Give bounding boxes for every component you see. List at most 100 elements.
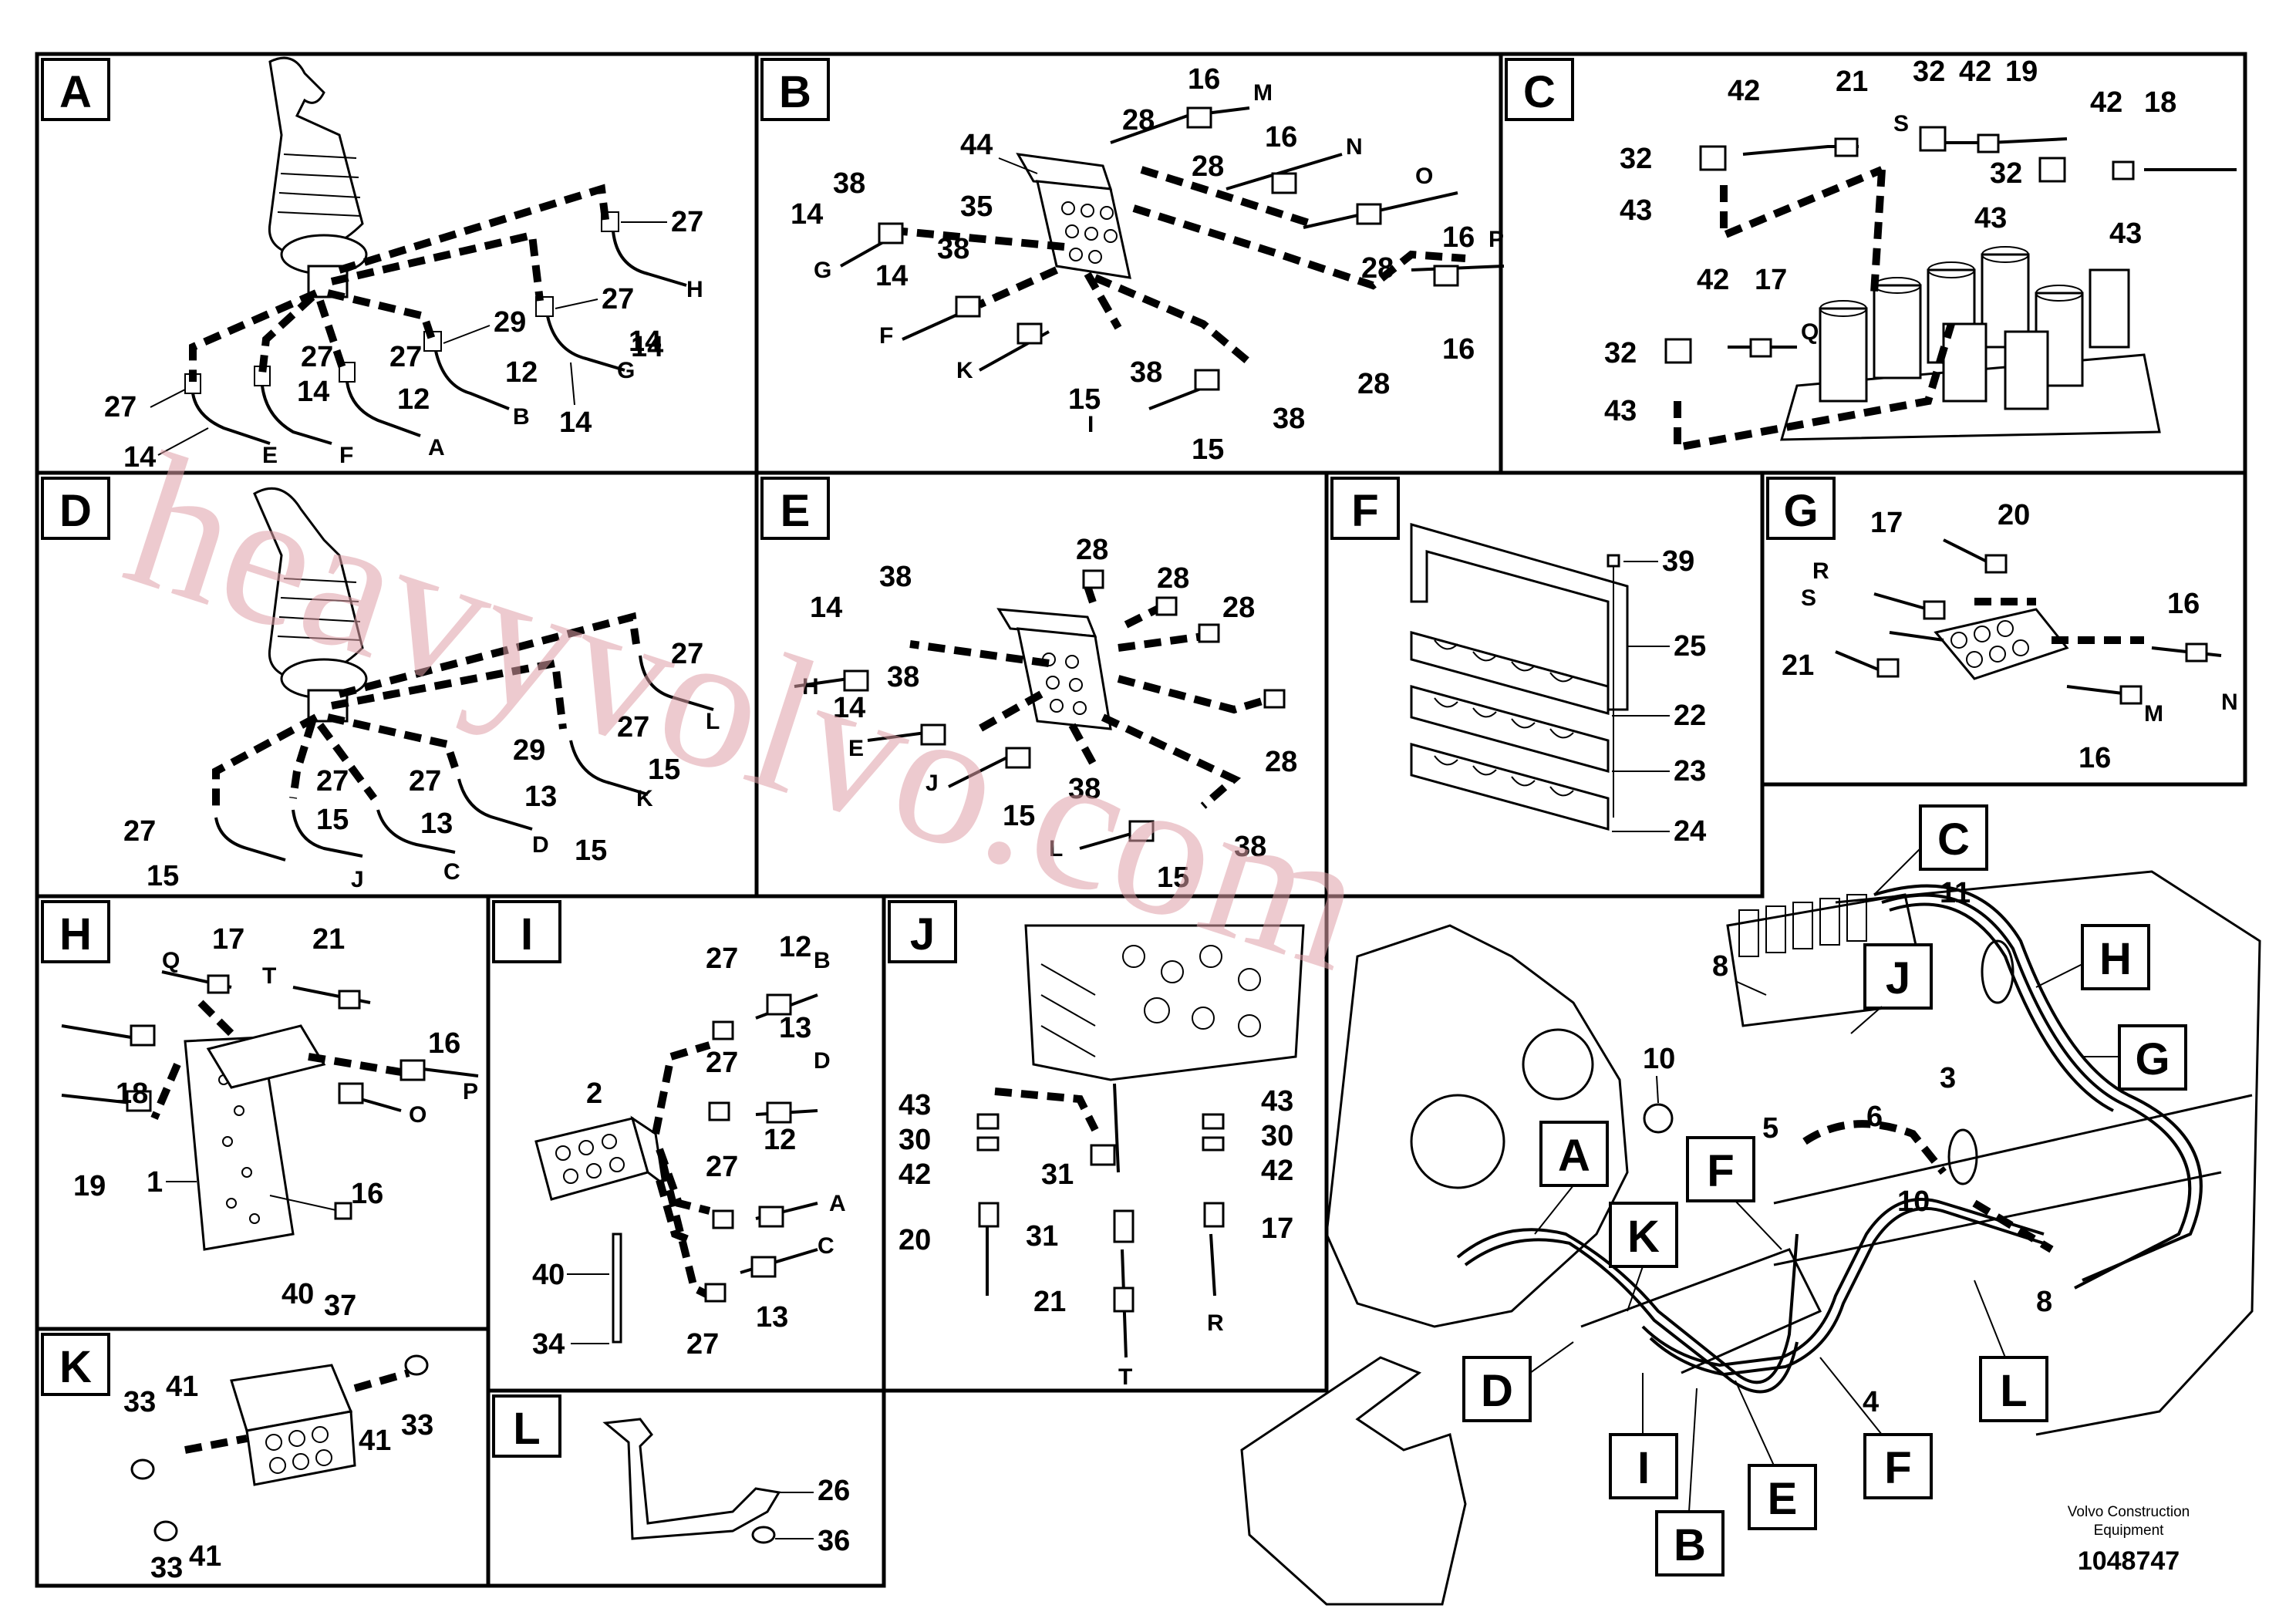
port-letter: S (1801, 585, 1816, 611)
callout-number: 27 (301, 341, 333, 373)
callout-number: 6 (1866, 1101, 1883, 1133)
port-letter: M (1253, 80, 1273, 106)
callout-number: 3 (1940, 1062, 1956, 1094)
panel-b: B 28 16 44 28 16 38 35 14 38 14 16 28 16… (760, 58, 1505, 466)
port-letter: L (1049, 836, 1063, 862)
callout-number: 27 (409, 765, 441, 798)
port-letter: M (2144, 701, 2163, 727)
callout-number: 33 (150, 1552, 183, 1584)
panel-tag: I (521, 909, 533, 959)
callout-number: 42 (899, 1158, 931, 1191)
panel-tag: B (779, 67, 811, 117)
callout-number: 14 (791, 198, 823, 231)
callout-number: 27 (316, 765, 349, 798)
callout-number: 14 (810, 592, 842, 624)
callout-number: 38 (833, 167, 865, 200)
callout-number: 14 (123, 441, 156, 474)
overview-tag: J (1886, 953, 1910, 1003)
callout-number: 16 (2079, 742, 2111, 774)
port-letter: F (879, 323, 893, 349)
callout-number: 5 (1762, 1112, 1778, 1145)
callout-number: 42 (1261, 1155, 1293, 1187)
callout-number: 28 (1265, 746, 1297, 778)
callout-number: 43 (1261, 1085, 1293, 1118)
callout-number: 38 (1234, 831, 1266, 863)
callout-number: 16 (1188, 63, 1220, 96)
callout-number: 21 (1836, 66, 1868, 98)
port-letter: D (814, 1048, 831, 1074)
callout-number: 31 (1026, 1220, 1058, 1253)
port-letter: D (532, 832, 549, 858)
port-letter: B (814, 948, 831, 973)
callout-number: 14 (297, 376, 329, 408)
overview-tag: I (1637, 1443, 1650, 1493)
callout-number: 19 (73, 1170, 106, 1202)
callout-number: 27 (671, 206, 703, 238)
port-letter: K (956, 358, 973, 383)
callout-number: 38 (937, 233, 969, 265)
panel-k: K 33 41 41 33 33 41 (41, 1333, 433, 1584)
port-letter: Q (1801, 319, 1819, 345)
port-letter: T (262, 963, 276, 989)
callout-number: 13 (420, 808, 453, 840)
callout-number: 19 (2005, 56, 2038, 88)
callout-number: 20 (899, 1224, 931, 1256)
callout-number: 27 (706, 943, 738, 975)
callout-number: 27 (602, 283, 634, 315)
callout-number: 15 (1068, 383, 1101, 416)
callout-number: 38 (1130, 356, 1162, 389)
panel-tag: D (59, 486, 92, 536)
panel-tag: C (1523, 67, 1556, 117)
port-letter: J (925, 771, 939, 796)
callout-number: 15 (648, 754, 680, 786)
callout-number: 18 (2144, 86, 2176, 119)
company-name-line1: Volvo Construction (2068, 1504, 2190, 1520)
callout-number: 36 (818, 1525, 850, 1557)
panel-l: L 26 36 (492, 1394, 850, 1557)
callout-number: 42 (1697, 264, 1729, 296)
panel-tag: A (59, 67, 92, 117)
callout-number: 15 (575, 835, 607, 867)
callout-number: 13 (779, 1012, 811, 1044)
callout-number: 16 (2167, 588, 2200, 620)
callout-number: 33 (123, 1386, 156, 1418)
callout-number: 15 (147, 860, 179, 892)
callout-number: 14 (629, 325, 661, 358)
callout-number: 41 (166, 1371, 198, 1403)
callout-number: 17 (212, 923, 244, 956)
callout-number: 17 (1870, 507, 1903, 539)
callout-number: 41 (189, 1540, 221, 1573)
callout-number: 15 (316, 804, 349, 836)
panel-tag: J (910, 909, 935, 959)
port-letter: N (1346, 134, 1363, 160)
callout-number: 22 (1674, 700, 1706, 732)
callout-number: 43 (1974, 202, 2007, 234)
callout-number: 28 (1157, 562, 1189, 595)
callout-number: 42 (2090, 86, 2122, 119)
port-letter: C (443, 859, 460, 885)
callout-number: 16 (351, 1178, 383, 1210)
callout-number: 11 (1940, 877, 1971, 909)
callout-number: 29 (494, 306, 526, 339)
overview-machine: 11 8 10 5 3 6 10 8 4 C H J G A F K D I E… (1240, 804, 2261, 1606)
callout-number: 24 (1674, 815, 1706, 848)
port-letter: R (1812, 558, 1829, 584)
callout-number: 23 (1674, 755, 1706, 787)
overview-tag: G (2135, 1034, 2170, 1084)
port-letter: H (686, 277, 703, 302)
callout-number: 43 (1620, 194, 1652, 227)
callout-number: 8 (1712, 950, 1728, 983)
callout-number: 28 (1076, 534, 1108, 566)
port-letter: C (818, 1233, 834, 1259)
overview-tag: B (1674, 1520, 1706, 1570)
company-name-line2: Equipment (2094, 1523, 2165, 1539)
callout-number: 20 (1998, 499, 2030, 531)
callout-number: 32 (1604, 337, 1637, 369)
port-letter: B (513, 404, 530, 430)
port-letter: E (262, 443, 278, 468)
callout-number: 13 (524, 781, 557, 813)
port-letter: A (829, 1191, 846, 1216)
callout-number: 42 (1728, 75, 1760, 107)
callout-number: 39 (1662, 545, 1694, 578)
callout-number: 10 (1897, 1185, 1930, 1218)
